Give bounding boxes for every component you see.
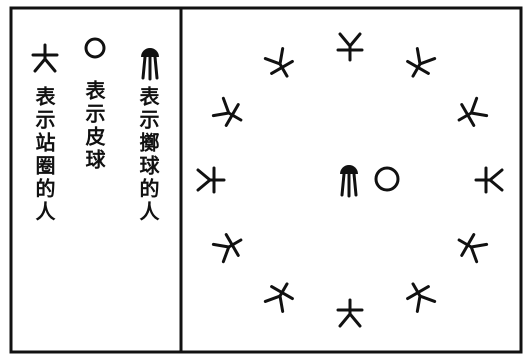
legend-standing-person-label: 表示站圈的人 — [34, 86, 54, 224]
center-ball-icon — [376, 168, 398, 190]
standing-person-icon — [453, 230, 488, 264]
legend-thrower-label: 表示擲球的人 — [138, 86, 158, 224]
legend-ball-icon — [86, 39, 104, 57]
standing-person-icon — [403, 278, 437, 313]
standing-person-icon — [212, 230, 247, 264]
standing-person-icon — [338, 300, 362, 326]
legend-standing-person-icon — [33, 45, 57, 71]
center-thrower-icon — [340, 165, 358, 196]
standing-person-icon — [403, 48, 437, 83]
standing-person-icon — [264, 278, 298, 313]
legend-thrower-icon — [141, 48, 159, 79]
standing-person-icon — [453, 97, 488, 131]
standing-person-icon — [476, 168, 502, 192]
standing-person-icon — [212, 97, 247, 131]
standing-person-icon — [338, 34, 362, 60]
legend-ball-label: 表示皮球 — [84, 80, 104, 172]
standing-person-icon — [198, 168, 224, 192]
standing-person-icon — [264, 48, 298, 83]
